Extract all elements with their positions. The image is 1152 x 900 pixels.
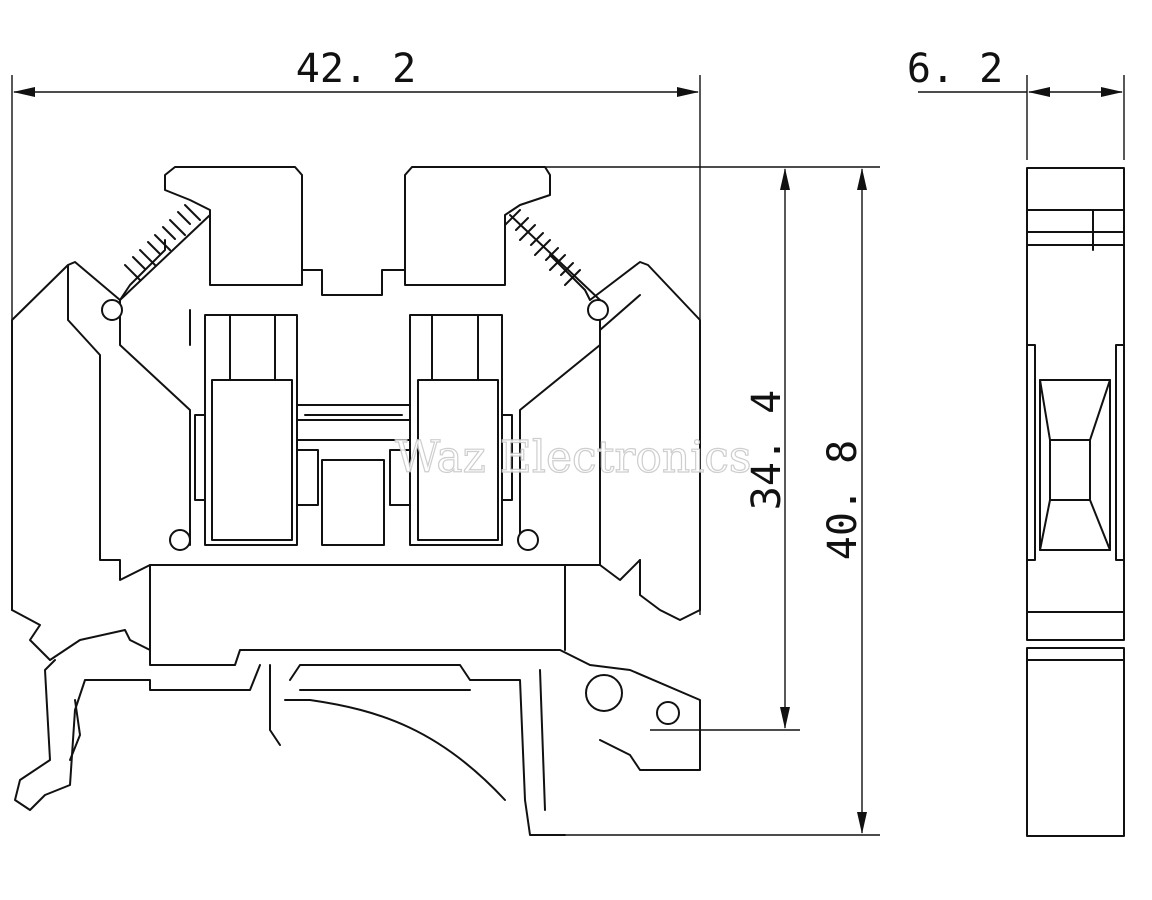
thickness-dimension: 6. 2 xyxy=(907,46,1125,160)
front-view xyxy=(11,166,701,836)
height-dimensions: 34. 4 40. 8 xyxy=(545,166,880,836)
total-height-label: 40. 8 xyxy=(820,440,866,560)
right-clamp xyxy=(389,314,513,546)
left-clamp xyxy=(194,314,319,546)
side-view xyxy=(1026,167,1125,837)
inner-height-label: 34. 4 xyxy=(744,390,790,510)
thickness-label: 6. 2 xyxy=(907,46,1003,92)
width-label: 42. 2 xyxy=(296,46,416,92)
watermark: Waz Electronics xyxy=(395,432,752,483)
width-dimension: 42. 2 xyxy=(11,46,701,615)
